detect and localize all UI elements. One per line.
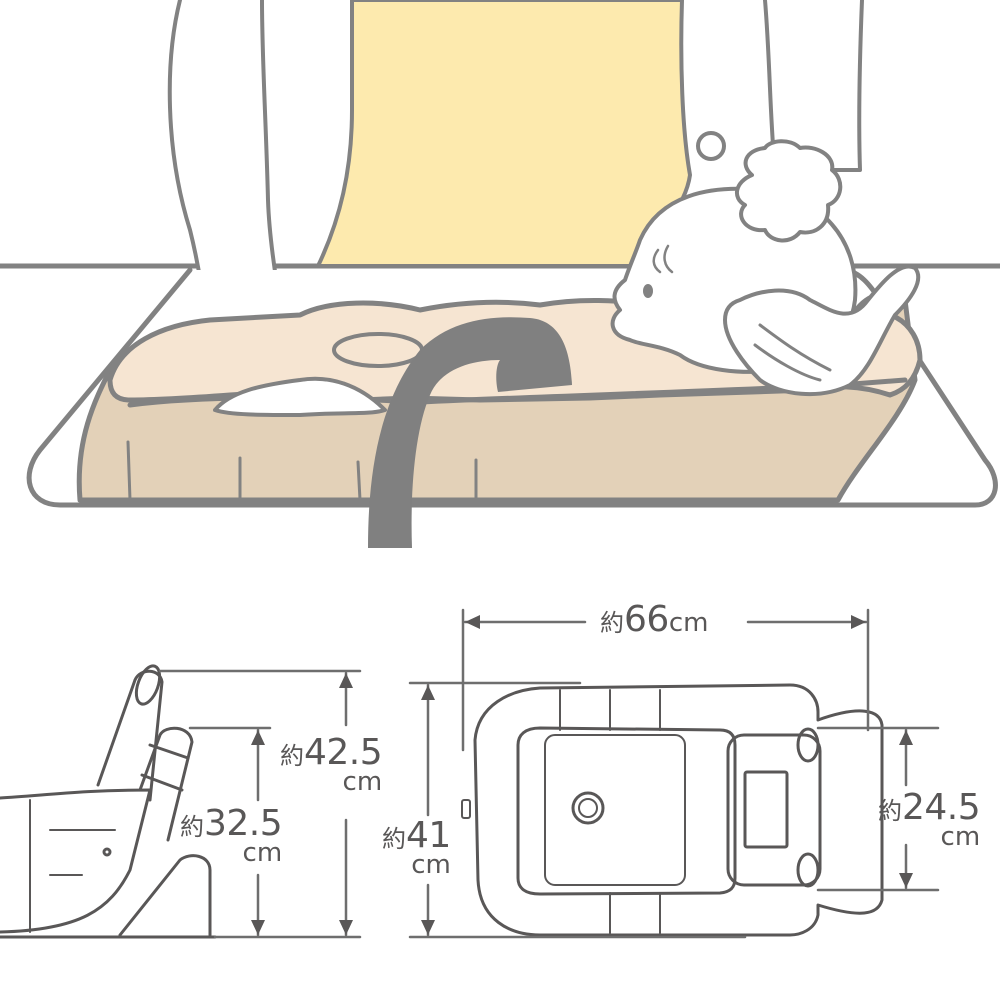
dimension-value: 66	[624, 599, 669, 640]
approx-prefix: 約	[878, 797, 902, 825]
dimension-value: 24.5	[902, 787, 981, 828]
baby-eyebrow	[652, 244, 674, 274]
side-view-backrest	[96, 669, 164, 802]
dimension-unit: cm	[411, 850, 451, 880]
approx-prefix: 約	[180, 813, 204, 841]
top-dimension-lines	[408, 608, 940, 939]
dimension-unit: cm	[668, 608, 709, 638]
bath-rim	[127, 377, 908, 408]
dimension-top-width-label: 約41 cm	[382, 815, 451, 880]
baby-eye	[643, 284, 653, 298]
dimension-top-head-width-label: 約24.5 cm	[878, 787, 981, 852]
dimension-length-label: 約66cm	[600, 602, 708, 638]
caregiver-hand-in-bath	[213, 376, 387, 417]
caregiver-support-hand	[723, 264, 921, 397]
top-view-inner-basin	[516, 726, 737, 896]
dimension-unit: cm	[242, 838, 283, 868]
dimension-value: 42.5	[304, 732, 383, 773]
dimension-unit: cm	[940, 822, 981, 852]
dimension-side-back-height-label: 約32.5 cm	[180, 803, 283, 868]
dimension-diagrams	[0, 608, 940, 939]
side-view-bath	[0, 664, 217, 939]
cup	[332, 332, 424, 368]
side-dimension-lines	[158, 669, 362, 939]
top-view-headrest	[726, 733, 822, 887]
side-view-seat	[0, 788, 152, 934]
sink-scene	[0, 0, 1000, 548]
caregiver-shirt	[316, 0, 692, 268]
side-view-wedge	[118, 854, 212, 937]
approx-prefix: 約	[600, 609, 624, 637]
top-view-seat-panel	[544, 734, 686, 886]
top-view-outer-ring	[473, 683, 884, 937]
dimension-value: 32.5	[204, 803, 283, 844]
bubble	[696, 131, 726, 161]
faucet	[368, 317, 572, 548]
shampoo-foam	[735, 139, 843, 243]
top-view-bath	[461, 683, 884, 937]
dimension-side-total-height-label: 約42.5 cm	[280, 732, 383, 797]
dimension-value: 41	[406, 815, 451, 856]
side-view-headrest	[138, 726, 194, 842]
approx-prefix: 約	[280, 742, 304, 770]
dimension-unit: cm	[342, 767, 383, 797]
approx-prefix: 約	[382, 825, 406, 853]
